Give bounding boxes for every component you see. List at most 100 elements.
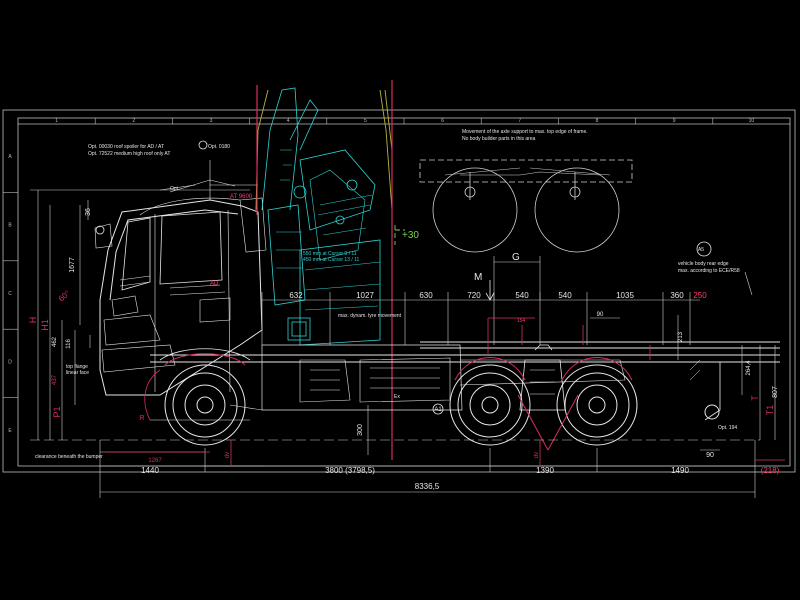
label-r: R [139, 415, 144, 422]
dim-213: 213 [678, 331, 684, 342]
dim-300: 300 [357, 424, 364, 436]
rear-edge-note-2: max. according to ECE/R58 [678, 268, 740, 274]
ad-label: AD [210, 281, 219, 287]
column-label: 10 [749, 118, 755, 124]
a5-label: A5 [698, 247, 704, 253]
highlight-labels: AT 9600 AD [210, 194, 253, 287]
crane-note-2: 450 mm at Cursor 13 / 11 [303, 257, 360, 263]
axle-note-1: Movement of the axle support to max. top… [462, 129, 588, 135]
dim-540-b: 540 [558, 291, 572, 300]
dim-90-bottom: 90 [706, 452, 714, 459]
red-vertical-markers [256, 80, 393, 460]
dim-116: 116 [66, 339, 72, 349]
dim-36: 36 [85, 208, 92, 216]
front-wheel [159, 348, 251, 446]
dim-154: 154 [517, 318, 526, 324]
row-label: E [8, 428, 12, 434]
label-t: T [750, 395, 760, 401]
rear-wheel-1 [449, 364, 531, 446]
dim-250: 250 [693, 291, 707, 300]
dim-264: 264,4 [746, 360, 752, 376]
column-label: 6 [441, 118, 444, 124]
dim-1390: 1390 [536, 466, 554, 475]
column-label: 8 [596, 118, 599, 124]
roof-lines [159, 160, 258, 200]
dim-dv-front: dv [225, 452, 231, 458]
loader-crane [261, 87, 381, 346]
clearance-note: clearance beneath the bumper [35, 454, 103, 460]
dim-218: (218) [761, 466, 780, 475]
a1-marker [432, 403, 444, 415]
annotations: Opt. 00030 roof spoiler for AD / AT Opt.… [35, 129, 740, 460]
dim-632: 632 [289, 291, 303, 300]
opt-0180-marker [198, 140, 208, 150]
roof-note-1: Opt. 00030 roof spoiler for AD / AT [88, 144, 164, 150]
rear-axle-suspension [519, 344, 566, 411]
opt-194-note: Opt. 194 [718, 425, 737, 431]
a1-label: A1 [434, 407, 442, 413]
column-labels: 1 2 3 4 5 6 7 8 9 10 [55, 118, 754, 124]
rear-wheel-2 [556, 364, 638, 446]
dim-8336: 8336,5 [415, 482, 440, 491]
movement-note: max. dynam. tyre movement [338, 313, 402, 319]
plus30-label: +30 [402, 230, 419, 241]
opt-0180-note: Opt. 0180 [208, 144, 230, 150]
symbol-shapes [198, 140, 712, 415]
tyre-movement-arcs [164, 353, 633, 451]
top-flange-note-2: linear face [66, 370, 89, 376]
dim-1677: 1677 [69, 257, 76, 273]
a5-marker [696, 241, 712, 257]
row-label: C [8, 291, 12, 297]
dim-1490: 1490 [671, 466, 689, 475]
dimension-lines-red [105, 317, 785, 465]
dim-3800: 3800 (3798,5) [325, 466, 375, 475]
at-label: AT 9600 [230, 194, 253, 200]
row-label: B [8, 223, 12, 229]
dim-1440: 1440 [141, 466, 159, 475]
label-h1: H1 [40, 319, 50, 331]
row-labels: A B C D E [3, 154, 18, 434]
top-flange-note-1: top flange [66, 364, 88, 370]
column-label: 4 [287, 118, 290, 124]
label-t1: T1 [765, 405, 775, 416]
dim-360: 360 [670, 291, 684, 300]
axle-detail [419, 159, 633, 253]
row-label: D [8, 359, 12, 365]
row-label: A [8, 154, 12, 160]
dimension-lines [30, 189, 776, 498]
label-h: H [28, 317, 38, 324]
m-label: M [474, 272, 482, 283]
rear-edge-note-1: vehicle body rear edge [678, 261, 729, 267]
column-label: 1 [55, 118, 58, 124]
opt-label: Opt. [170, 186, 179, 192]
g-label: G [512, 252, 520, 263]
symbol-labels: +30 M G A5 A1 [402, 230, 704, 413]
dim-1035: 1035 [616, 291, 634, 300]
dim-720: 720 [467, 291, 481, 300]
roof-note-2: Opt. 72522 medium high roof only AT [88, 151, 170, 157]
dim-90-top: 90 [597, 312, 604, 318]
dim-630: 630 [419, 291, 433, 300]
m-arrowhead [485, 292, 495, 301]
top-band [0, 0, 800, 80]
column-label: 3 [210, 118, 213, 124]
column-label: 2 [132, 118, 135, 124]
dim-437: 437 [52, 374, 58, 385]
column-label: 9 [673, 118, 676, 124]
green-boundary [394, 225, 405, 245]
dimension-labels: 632 1027 630 720 540 540 1035 360 90 126… [141, 291, 714, 491]
column-label: 7 [518, 118, 521, 124]
dimension-labels-red: 250 (218) 154 [517, 291, 780, 475]
dim-807: 807 [772, 386, 779, 398]
label-p1: P1 [52, 406, 62, 417]
dim-540-a: 540 [515, 291, 529, 300]
dim-1267: 1267 [148, 458, 162, 464]
dim-1027: 1027 [356, 291, 374, 300]
dim-dv-rear: dv [534, 452, 540, 458]
ex-label: Ex [394, 394, 400, 400]
column-label: 5 [364, 118, 367, 124]
vertical-dimension-labels: 1677 36 462 116 437 264,4 807 300 213 dv… [52, 208, 779, 458]
crane-note-1: 550 mm at Cursor 9 / 11 [303, 251, 357, 257]
dim-462: 462 [52, 336, 58, 347]
